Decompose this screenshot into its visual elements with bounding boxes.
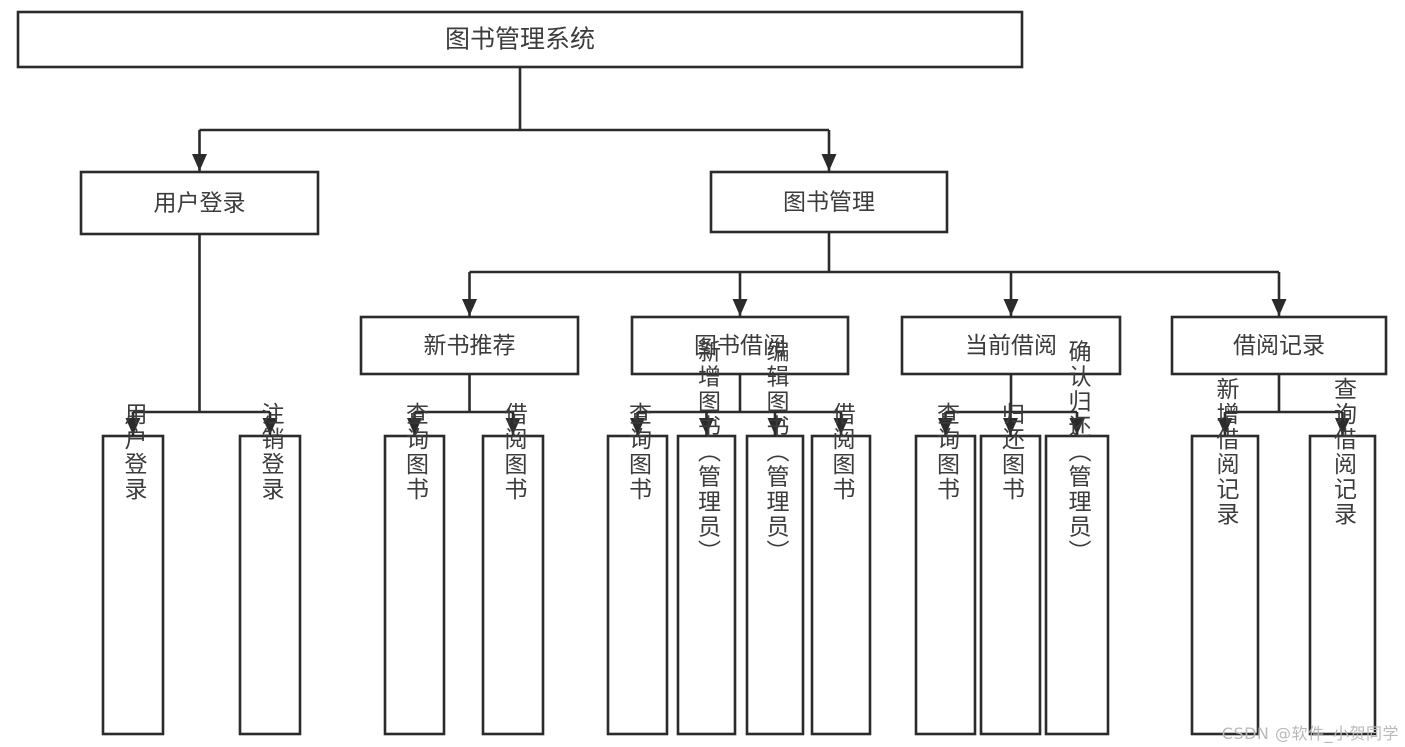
node-leaf-add-book-label: 新增图书（管理员）: [694, 340, 722, 565]
node-leaf-query-book-b[interactable]: 查询图书: [606, 402, 669, 736]
connector-layer: [125, 67, 1350, 435]
arrow-head-icon: [938, 418, 953, 435]
arrow-head-icon: [821, 154, 837, 171]
node-leaf-confirm-return[interactable]: 确认归还（管理员）: [1044, 340, 1110, 736]
node-leaf-return-book[interactable]: 归还图书: [979, 402, 1042, 736]
node-current-borrow-label: 当前借阅: [965, 333, 1057, 359]
node-book-manage[interactable]: 图书管理: [709, 170, 949, 234]
arrow-head-icon: [699, 418, 714, 435]
node-leaf-borrow-book-b[interactable]: 借阅图书: [810, 402, 872, 736]
node-leaf-query-book-b-label: 查询图书: [625, 402, 653, 502]
node-current-borrow[interactable]: 当前借阅: [900, 315, 1122, 376]
node-leaf-user-logout-label: 注销登录: [257, 402, 285, 502]
node-leaf-query-book-a-label: 查询图书: [402, 402, 430, 502]
node-leaf-add-book[interactable]: 新增图书（管理员）: [676, 340, 737, 736]
arrow-head-icon: [262, 418, 278, 435]
node-leaf-confirm-return-label: 确认归还（管理员）: [1064, 340, 1092, 565]
node-leaf-edit-book-label: 编辑图书（管理员）: [762, 340, 790, 565]
node-leaf-query-record[interactable]: 查询借阅记录: [1308, 377, 1377, 736]
arrow-head-icon: [1335, 418, 1350, 435]
node-user-login[interactable]: 用户登录: [79, 170, 320, 236]
node-new-book-rec-label: 新书推荐: [424, 333, 516, 359]
node-leaf-borrow-book-a-label: 借阅图书: [500, 402, 528, 502]
node-leaf-add-record[interactable]: 新增借阅记录: [1190, 377, 1260, 736]
node-leaf-query-book-c-label: 查询图书: [933, 402, 961, 502]
arrow-head-icon: [1003, 418, 1018, 435]
node-book-manage-label: 图书管理: [783, 190, 875, 216]
arrow-head-icon: [192, 154, 207, 171]
node-leaf-user-login[interactable]: 用户登录: [101, 402, 165, 736]
node-borrow-record-label: 借阅记录: [1233, 333, 1325, 359]
node-leaf-borrow-book-a[interactable]: 借阅图书: [481, 402, 545, 736]
node-layer: 图书管理系统用户登录图书管理新书推荐图书借阅当前借阅借阅记录用户登录注销登录查询…: [16, 10, 1388, 736]
node-book-borrow-label: 图书借阅: [694, 333, 786, 359]
node-leaf-borrow-book-b-label: 借阅图书: [828, 402, 856, 502]
arrow-head-icon: [630, 418, 645, 435]
arrow-head-icon: [1271, 299, 1287, 316]
arrow-head-icon: [1217, 418, 1233, 435]
node-leaf-query-book-c[interactable]: 查询图书: [914, 402, 977, 736]
node-leaf-user-login-label: 用户登录: [120, 402, 148, 502]
arrow-head-icon: [505, 418, 521, 435]
node-leaf-query-book-a[interactable]: 查询图书: [383, 402, 446, 736]
node-root-root-label: 图书管理系统: [445, 25, 595, 54]
node-leaf-edit-book[interactable]: 编辑图书（管理员）: [745, 340, 805, 736]
node-leaf-query-record-label: 查询借阅记录: [1330, 377, 1358, 527]
arrow-head-icon: [1003, 299, 1019, 316]
arrow-head-icon: [462, 299, 477, 316]
node-new-book-rec[interactable]: 新书推荐: [359, 315, 580, 376]
arrow-head-icon: [767, 418, 783, 435]
node-leaf-add-record-label: 新增借阅记录: [1212, 377, 1240, 527]
node-leaf-user-logout[interactable]: 注销登录: [238, 402, 302, 736]
arrow-head-icon: [732, 299, 748, 316]
node-borrow-record[interactable]: 借阅记录: [1170, 315, 1388, 376]
csdn-watermark: CSDN @软件_小贺同学: [1221, 724, 1399, 743]
arrow-head-icon: [833, 418, 849, 435]
arrow-head-icon: [125, 418, 141, 435]
node-user-login-label: 用户登录: [154, 191, 246, 217]
arrow-head-icon: [407, 418, 422, 435]
node-leaf-return-book-label: 归还图书: [998, 402, 1026, 502]
node-root-root[interactable]: 图书管理系统: [16, 10, 1024, 69]
node-book-borrow[interactable]: 图书借阅: [630, 315, 850, 376]
arrow-head-icon: [1069, 418, 1085, 435]
